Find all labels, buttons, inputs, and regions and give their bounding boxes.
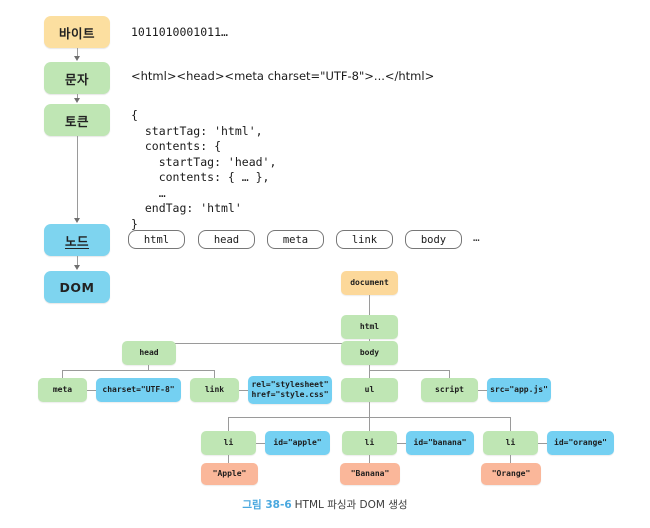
dom-node-ul[interactable]: ul <box>341 378 398 402</box>
pipeline-stage-dom: DOM <box>44 271 110 303</box>
dom-node-meta[interactable]: meta <box>38 378 87 402</box>
pipeline-stage-node: 노드 <box>44 224 110 256</box>
pipeline-arrow-byte-char <box>73 56 80 61</box>
dom-edge-body-script <box>449 370 450 378</box>
dom-edge-ul-li1 <box>228 417 229 431</box>
figure-number: 그림 38-6 <box>242 499 292 511</box>
dom-node-li-orange[interactable]: li <box>483 431 538 455</box>
dom-edge-li2-id <box>397 443 406 444</box>
dom-node-text-apple[interactable]: "Apple" <box>201 463 258 485</box>
pipeline-connector-byte-char <box>77 48 78 57</box>
pipeline-connector-node-dom <box>77 256 78 266</box>
dom-node-body[interactable]: body <box>341 341 398 365</box>
dom-edge-head-link <box>214 370 215 378</box>
pipeline-arrow-char-token <box>73 98 80 103</box>
dom-edge-li3-id <box>538 443 547 444</box>
dom-edge-head-branch <box>62 370 214 371</box>
pipeline-stage-byte: 바이트 <box>44 16 110 48</box>
dom-node-text-orange[interactable]: "Orange" <box>481 463 541 485</box>
sample-bytes: 1011010001011… <box>131 25 228 39</box>
sample-characters: <html><head><meta charset="UTF-8">...</h… <box>131 69 435 83</box>
dom-edge-body-branch <box>369 370 449 371</box>
pipeline-stage-token: 토큰 <box>44 104 110 136</box>
pipeline-connector-token-node <box>77 136 78 219</box>
dom-node-li-banana-id[interactable]: id="banana" <box>406 431 474 455</box>
dom-edge-head-meta <box>62 370 63 378</box>
dom-node-li-banana[interactable]: li <box>342 431 397 455</box>
pipeline-stage-byte-label: 바이트 <box>58 25 95 41</box>
dom-edge-li3-text <box>510 455 511 463</box>
node-pill-ellipsis: … <box>473 231 480 244</box>
pipeline-stage-character: 문자 <box>44 62 110 94</box>
pipeline-stage-node-label: 노드 <box>64 233 89 249</box>
dom-edge-ul-li2 <box>369 417 370 431</box>
pipeline-stage-token-label: 토큰 <box>64 113 89 129</box>
dom-node-link[interactable]: link <box>190 378 239 402</box>
dom-edge-li2-text <box>369 455 370 463</box>
figure-title: HTML 파싱과 DOM 생성 <box>294 499 408 511</box>
pipeline-stage-character-label: 문자 <box>64 71 89 87</box>
dom-edge-ul-stem <box>369 402 370 417</box>
dom-edge-li1-text <box>228 455 229 463</box>
pipeline-arrow-node-dom <box>73 265 80 270</box>
dom-node-li-apple-id[interactable]: id="apple" <box>265 431 330 455</box>
dom-edge-head-stem <box>148 365 149 370</box>
sample-tokens: { startTag: 'html', contents: { startTag… <box>131 108 277 231</box>
dom-edge-script-src <box>478 390 487 391</box>
node-pill-head[interactable]: head <box>198 230 255 249</box>
node-pill-html[interactable]: html <box>128 230 185 249</box>
dom-node-meta-charset[interactable]: charset="UTF-8" <box>96 378 181 402</box>
dom-edge-body-stem <box>369 365 370 370</box>
dom-node-script[interactable]: script <box>421 378 478 402</box>
pipeline-arrow-token-node <box>73 218 80 223</box>
node-pill-body[interactable]: body <box>405 230 462 249</box>
node-pill-link[interactable]: link <box>336 230 393 249</box>
dom-edge-ul-li3 <box>510 417 511 431</box>
dom-node-li-apple[interactable]: li <box>201 431 256 455</box>
dom-edge-li1-id <box>256 443 265 444</box>
pipeline-connector-char-token <box>77 94 78 99</box>
dom-node-link-attrs[interactable]: rel="stylesheet" href="style.css" <box>248 376 332 404</box>
dom-edge-meta-charset <box>87 390 96 391</box>
dom-node-li-orange-id[interactable]: id="orange" <box>547 431 614 455</box>
node-pill-meta[interactable]: meta <box>267 230 324 249</box>
dom-edge-html-branch <box>148 343 370 344</box>
dom-node-document[interactable]: document <box>341 271 398 295</box>
dom-edge-document-html <box>369 295 370 315</box>
dom-node-head[interactable]: head <box>122 341 176 365</box>
dom-edge-body-ul <box>369 370 370 378</box>
dom-edge-link-attrs <box>239 390 248 391</box>
dom-node-script-src[interactable]: src="app.js" <box>487 378 551 402</box>
dom-node-html[interactable]: html <box>341 315 398 339</box>
dom-node-text-banana[interactable]: "Banana" <box>340 463 400 485</box>
pipeline-stage-dom-label: DOM <box>59 279 95 295</box>
